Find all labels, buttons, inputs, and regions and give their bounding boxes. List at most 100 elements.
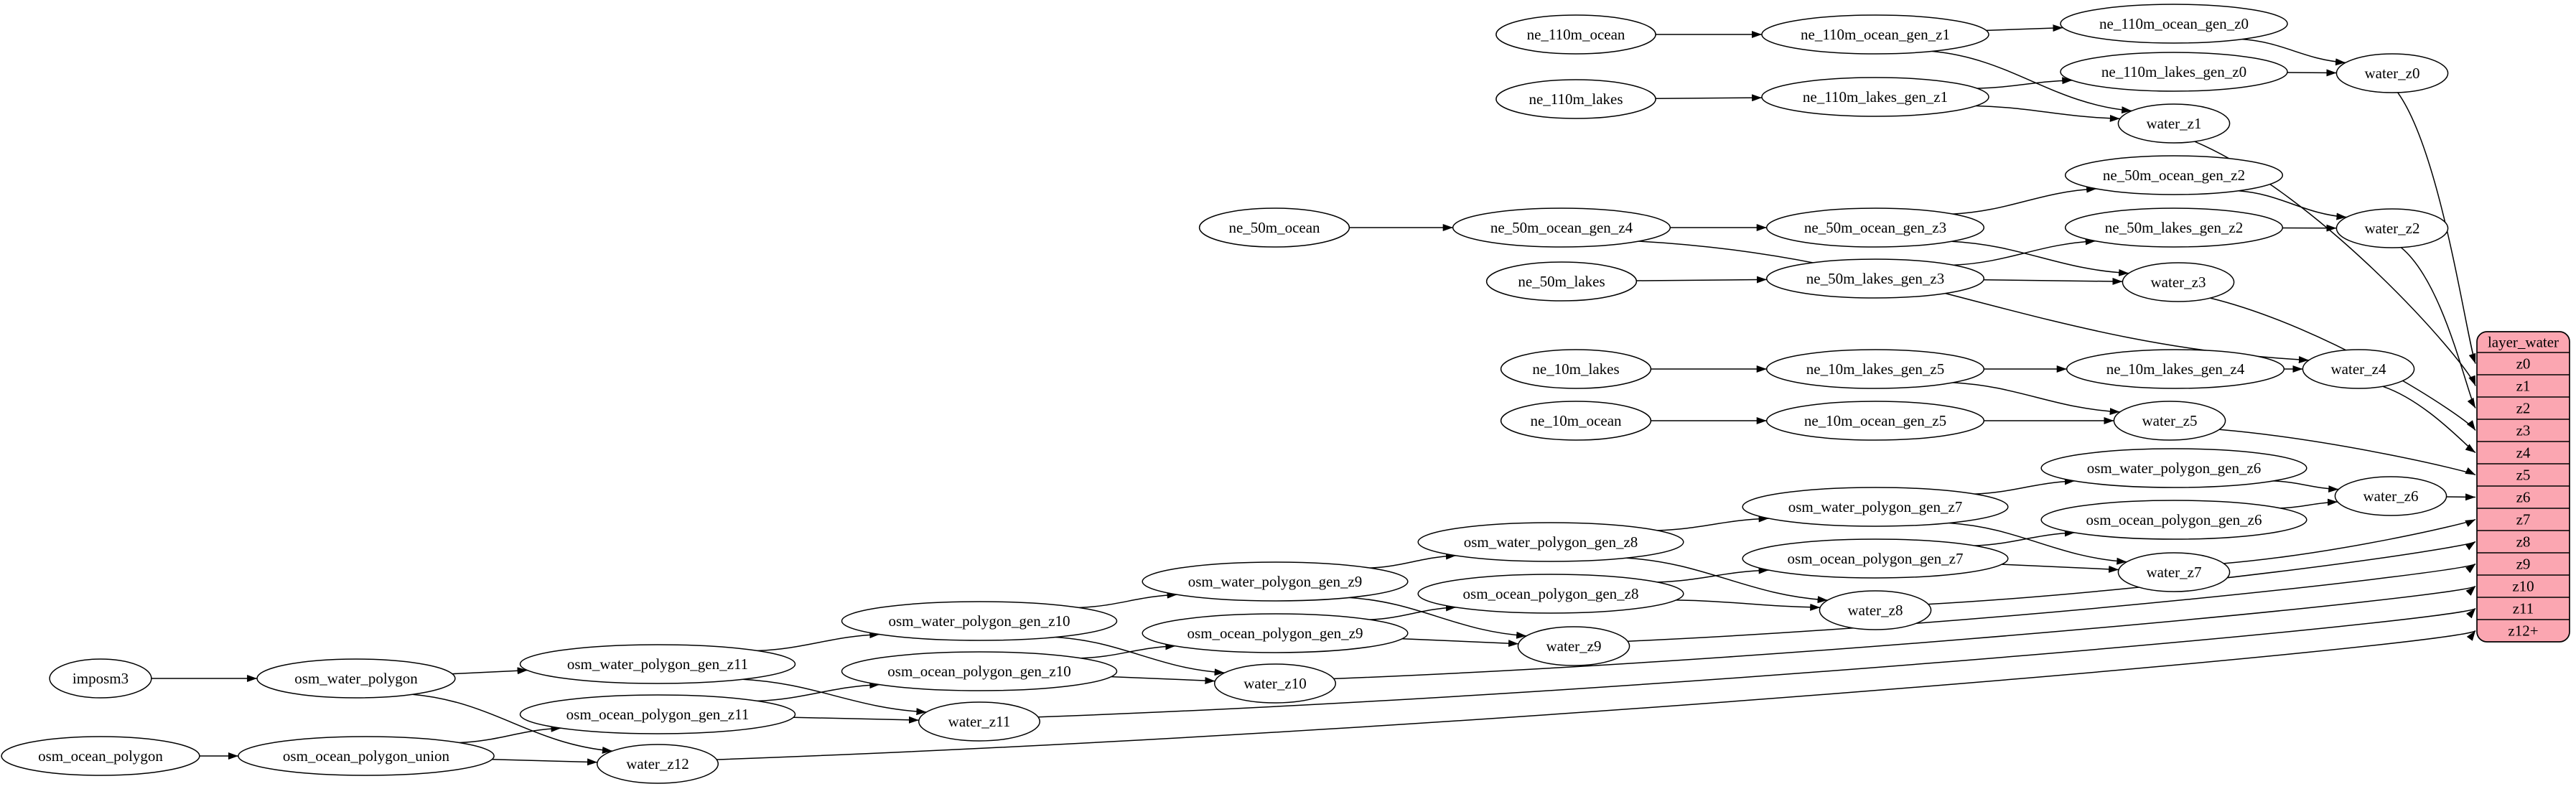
node-shape-water_z1 [2117,103,2231,144]
node-water_z6: water_z6 [2334,476,2447,516]
edge-ne_50m_lakes-to-ne_50m_lakes_gen_z3 [1636,276,1767,284]
node-osm_water_polygon_gen_z8: osm_water_polygon_gen_z8 [1417,522,1684,562]
node-label-imposm3: imposm3 [73,670,129,687]
node-shape-water_z8 [1819,590,1932,630]
record-row-z0: z0 [2516,355,2531,373]
node-shape-osm_water_polygon_gen_z7 [1742,487,2009,527]
node-shape-ne_50m_ocean_gen_z3 [1765,207,1985,248]
edge-osm_ocean_polygon_gen_z9-to-water_z9 [1402,638,1519,648]
edge-osm_ocean_polygon_gen_z10-to-osm_ocean_polygon_gen_z9 [1081,643,1176,659]
node-shape-ne_110m_lakes_gen_z1 [1761,77,1989,117]
node-label-osm_ocean_polygon_gen_z8: osm_ocean_polygon_gen_z8 [1463,585,1639,602]
edge-osm_water_polygon_gen_z8-to-osm_water_polygon_gen_z7 [1657,515,1769,531]
node-ne_50m_lakes: ne_50m_lakes [1485,261,1638,302]
edge-water_z9-to-layer_water-z9 [1628,563,2476,642]
node-label-ne_10m_lakes_gen_z5: ne_10m_lakes_gen_z5 [1806,360,1944,378]
edge-ne_10m_lakes_gen_z5-to-water_z5 [1952,382,2120,416]
node-label-osm_ocean_polygon: osm_ocean_polygon [38,747,163,765]
node-label-ne_10m_ocean_gen_z5: ne_10m_ocean_gen_z5 [1804,412,1946,429]
node-label-ne_110m_lakes_gen_z0: ne_110m_lakes_gen_z0 [2101,63,2246,80]
node-label-water_z3: water_z3 [2151,274,2206,291]
node-shape-water_z4 [2302,349,2415,389]
node-water_z10: water_z10 [1213,663,1337,704]
node-shape-water_z6 [2334,476,2447,516]
node-shape-osm_ocean_polygon_union [238,736,495,776]
node-label-osm_water_polygon_gen_z11: osm_water_polygon_gen_z11 [567,655,748,673]
node-shape-osm_ocean_polygon_gen_z10 [841,651,1118,691]
node-ne_50m_ocean: ne_50m_ocean [1198,207,1350,248]
node-osm_water_polygon: osm_water_polygon [256,658,456,699]
node-label-osm_water_polygon_gen_z9: osm_water_polygon_gen_z9 [1188,573,1363,590]
node-shape-ne_10m_ocean_gen_z5 [1765,401,1985,441]
node-label-osm_water_polygon_gen_z8: osm_water_polygon_gen_z8 [1464,533,1638,551]
node-label-ne_10m_lakes_gen_z4: ne_10m_lakes_gen_z4 [2106,360,2245,378]
node-label-water_z9: water_z9 [1546,638,1602,655]
edge-osm_water_polygon-to-osm_water_polygon_gen_z11 [452,667,528,675]
edge-osm_ocean_polygon_gen_z9-to-osm_ocean_polygon_gen_z8 [1369,604,1457,620]
edge-osm_ocean_polygon_union-to-osm_ocean_polygon_gen_z11 [459,724,561,744]
node-ne_10m_ocean: ne_10m_ocean [1500,401,1652,441]
node-shape-ne_10m_lakes [1500,349,1652,389]
edge-osm_water_polygon_gen_z11-to-water_z11 [742,678,927,716]
record-row-z3: z3 [2516,422,2531,439]
node-label-osm_ocean_polygon_gen_z10: osm_ocean_polygon_gen_z10 [887,663,1070,680]
node-label-ne_50m_lakes: ne_50m_lakes [1518,273,1605,290]
edge-osm_water_polygon_gen_z9-to-water_z9 [1349,597,1527,639]
node-shape-water_z0 [2335,53,2449,93]
node-shape-osm_water_polygon_gen_z10 [841,601,1118,641]
edge-osm_water_polygon-to-water_z12 [412,694,612,754]
record-row-z6: z6 [2516,489,2531,506]
edge-water_z4-to-layer_water-z4 [2382,386,2476,454]
node-label-water_z0: water_z0 [2365,65,2420,82]
node-label-ne_10m_ocean: ne_10m_ocean [1530,412,1622,429]
record-row-z5: z5 [2516,467,2531,484]
node-label-ne_50m_lakes_gen_z3: ne_50m_lakes_gen_z3 [1806,270,1944,287]
node-ne_50m_ocean_gen_z2: ne_50m_ocean_gen_z2 [2064,155,2284,195]
edge-osm_ocean_polygon_gen_z8-to-osm_ocean_polygon_gen_z7 [1657,566,1769,583]
edge-osm_ocean_polygon_gen_z7-to-water_z7 [2002,564,2119,573]
edge-ne_110m_ocean_gen_z0-to-water_z0 [2241,38,2346,66]
node-label-ne_110m_ocean_gen_z1: ne_110m_ocean_gen_z1 [1801,26,1950,43]
edge-osm_water_polygon_gen_z10-to-osm_water_polygon_gen_z9 [1079,591,1177,609]
edge-osm_water_polygon_gen_z11-to-osm_water_polygon_gen_z10 [757,631,880,652]
node-label-water_z8: water_z8 [1848,602,1903,619]
record-row-z12+: z12+ [2508,622,2538,640]
edge-osm_ocean_polygon_union-to-water_z12 [492,758,598,766]
node-label-ne_10m_lakes: ne_10m_lakes [1532,360,1619,378]
node-ne_50m_lakes_gen_z2: ne_50m_lakes_gen_z2 [2064,207,2284,248]
node-shape-osm_ocean_polygon_gen_z8 [1417,574,1684,614]
node-label-ne_50m_lakes_gen_z2: ne_50m_lakes_gen_z2 [2105,219,2243,236]
node-label-osm_ocean_polygon_gen_z7: osm_ocean_polygon_gen_z7 [1788,550,1964,567]
node-ne_110m_lakes: ne_110m_lakes [1495,79,1656,119]
node-water_z12: water_z12 [596,744,719,784]
node-label-ne_110m_lakes_gen_z1: ne_110m_lakes_gen_z1 [1803,88,1948,106]
node-shape-osm_ocean_polygon_gen_z11 [519,694,796,734]
node-osm_ocean_polygon: osm_ocean_polygon [1,736,200,776]
node-ne_10m_lakes_gen_z5: ne_10m_lakes_gen_z5 [1765,349,1985,389]
record-outline [2476,331,2570,643]
node-osm_water_polygon_gen_z6: osm_water_polygon_gen_z6 [2040,448,2307,488]
node-shape-ne_50m_lakes_gen_z2 [2064,207,2284,248]
record-row-z1: z1 [2516,378,2531,395]
node-shape-osm_water_polygon_gen_z11 [519,644,796,684]
edge-osm_water_polygon_gen_z7-to-water_z7 [1949,522,2127,565]
node-shape-osm_ocean_polygon_gen_z7 [1742,538,2009,579]
node-water_z7: water_z7 [2117,552,2231,592]
node-ne_10m_lakes_gen_z4: ne_10m_lakes_gen_z4 [2066,349,2285,389]
node-ne_110m_ocean_gen_z1: ne_110m_ocean_gen_z1 [1761,14,1989,55]
node-osm_water_polygon_gen_z9: osm_water_polygon_gen_z9 [1142,561,1409,602]
edge-ne_50m_ocean_gen_z2-to-water_z2 [2238,190,2347,220]
node-label-osm_ocean_polygon_union: osm_ocean_polygon_union [283,747,450,765]
node-shape-water_z3 [2122,262,2235,302]
node-shape-ne_10m_lakes_gen_z4 [2066,349,2285,389]
edge-osm_water_polygon_gen_z10-to-water_z10 [1055,636,1225,676]
edge-osm_water_polygon_gen_z7-to-osm_water_polygon_gen_z6 [1974,477,2075,495]
node-shape-ne_50m_ocean [1198,207,1350,248]
node-shape-water_z9 [1517,626,1630,666]
node-label-water_z10: water_z10 [1243,675,1306,692]
node-label-osm_water_polygon_gen_z6: osm_water_polygon_gen_z6 [2087,459,2262,477]
node-label-ne_110m_ocean: ne_110m_ocean [1527,26,1625,43]
node-shape-osm_water_polygon [256,658,456,699]
node-shape-water_z2 [2335,208,2449,248]
